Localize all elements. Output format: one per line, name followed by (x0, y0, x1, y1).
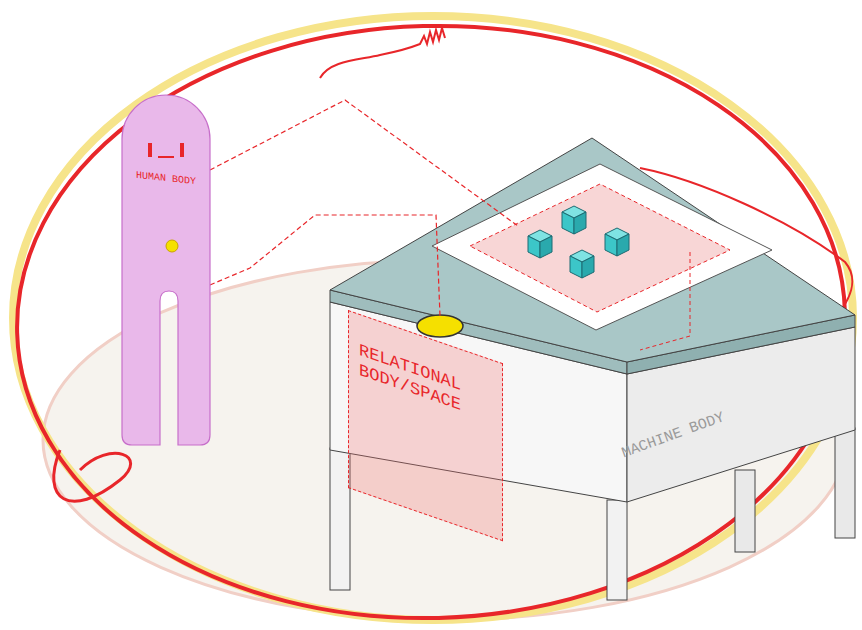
leader-line (640, 252, 690, 350)
human-outline (122, 95, 210, 445)
screen-panel (432, 164, 772, 330)
cubes (528, 206, 629, 278)
dashed-connector (210, 215, 440, 316)
relational-space-zone: RELATIONAL BODY/SPACE (348, 310, 503, 541)
table-leg (735, 470, 755, 552)
table-leg (330, 448, 350, 590)
scribble-loop (54, 450, 131, 501)
eye (180, 143, 184, 157)
table-top (330, 138, 855, 362)
node-label: MACHINE BODY (620, 395, 767, 463)
mouth (158, 156, 174, 158)
table-leg (835, 428, 855, 538)
human-silhouette (122, 95, 210, 445)
eye (148, 143, 152, 157)
screen-zone (470, 184, 730, 312)
human-body-figure: HUMAN BODY (122, 95, 210, 445)
dashed-connector (210, 100, 518, 226)
scribble-line (320, 28, 445, 78)
table-leg (607, 500, 627, 600)
button (417, 315, 463, 337)
heart-dot (166, 240, 178, 252)
node-label: RELATIONAL BODY/SPACE (359, 341, 477, 421)
machine-body-table: MACHINE BODY RELATIONAL BODY/SPACE (330, 138, 855, 608)
